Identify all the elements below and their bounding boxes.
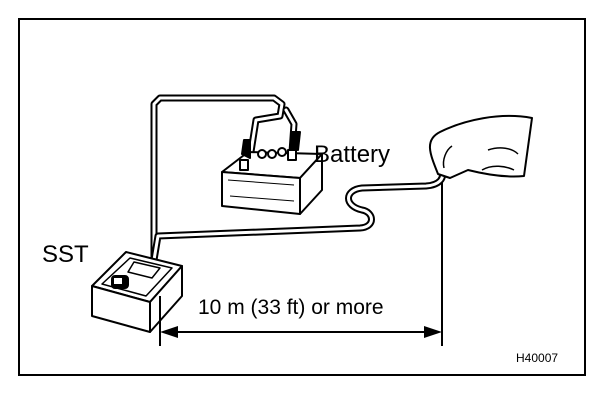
distance-label: 10 m (33 ft) or more	[198, 296, 384, 319]
dimension-right-arrow	[424, 326, 442, 338]
figure-code: H40007	[516, 351, 558, 365]
battery-label: Battery	[314, 141, 390, 168]
distance-dimension	[159, 182, 443, 346]
tester-unit-icon	[91, 251, 183, 333]
sst-label: SST	[42, 241, 89, 268]
car-battery-icon	[221, 131, 323, 215]
dimension-left-arrow	[160, 326, 178, 338]
tester-cable	[150, 168, 446, 264]
pointing-hand-icon	[429, 115, 533, 179]
